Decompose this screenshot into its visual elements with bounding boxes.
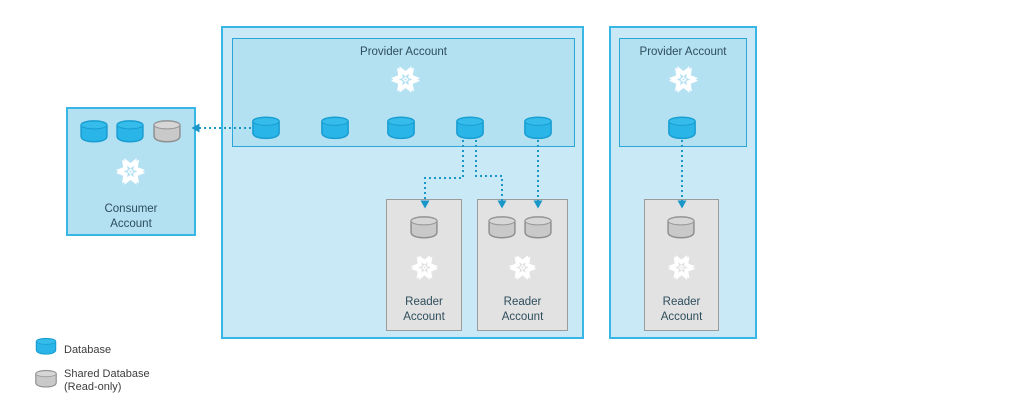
reader-account-label: Reader Account <box>660 296 703 323</box>
database-icon <box>523 115 553 140</box>
legend-shared-database-label: Shared Database (Read-only) <box>64 368 150 393</box>
shared-database-icon <box>666 215 696 239</box>
legend-shared-database-icon <box>33 369 59 388</box>
snowflake-icon <box>391 65 420 94</box>
snowflake-icon <box>411 254 438 281</box>
share-arrow-to-reader2-left <box>475 140 507 209</box>
shared-database-icon <box>152 119 182 143</box>
legend-database-label: Database <box>64 344 112 356</box>
database-icon <box>320 115 350 140</box>
legend-database-icon <box>33 337 59 355</box>
share-arrow-to-reader1 <box>420 140 464 209</box>
shared-database-icon <box>487 215 517 239</box>
snowflake-icon <box>669 65 698 94</box>
snowflake-icon <box>116 157 145 186</box>
consumer-account-label: Consumer Account <box>104 203 158 230</box>
database-icon <box>386 115 416 140</box>
provider-account-box-mid <box>232 38 575 147</box>
database-icon <box>79 119 109 143</box>
reader-account-label: Reader Account <box>501 296 544 323</box>
database-icon <box>115 119 145 143</box>
shared-database-icon <box>523 215 553 239</box>
database-icon <box>251 115 281 140</box>
shared-database-icon <box>409 215 439 239</box>
snowflake-icon <box>509 254 536 281</box>
database-icon <box>455 115 485 140</box>
reader-account-label: Reader Account <box>403 296 445 323</box>
snowflake-icon <box>668 254 695 281</box>
database-icon <box>667 115 697 140</box>
provider-account-label: Provider Account <box>639 46 727 58</box>
provider-account-label: Provider Account <box>360 46 447 58</box>
